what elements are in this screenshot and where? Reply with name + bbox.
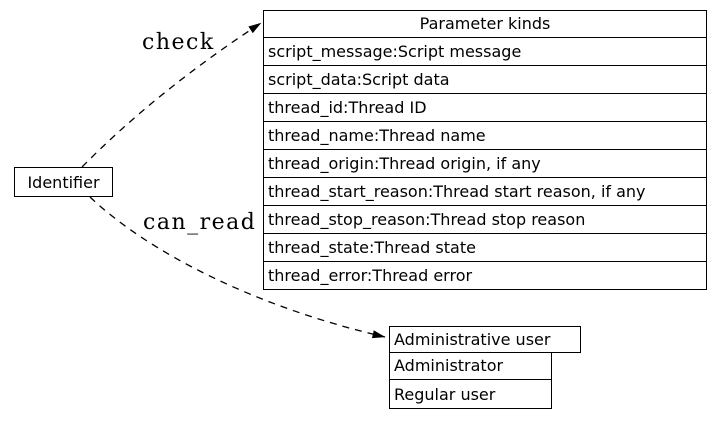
parameter-kinds-row-thread-id: thread_id:Thread ID bbox=[264, 92, 706, 121]
node-regular-user: Regular user bbox=[389, 379, 552, 409]
parameter-kinds-row-thread-error: thread_error:Thread error bbox=[264, 261, 706, 289]
node-identifier: Identifier bbox=[14, 167, 113, 197]
edge-label-check: check bbox=[142, 30, 215, 55]
parameter-kinds-row-script-data: script_data:Script data bbox=[264, 64, 706, 93]
parameter-kinds-row-thread-state: thread_state:Thread state bbox=[264, 232, 706, 261]
node-parameter-kinds-table: Parameter kinds script_message:Script me… bbox=[263, 10, 707, 290]
parameter-kinds-row-thread-name: thread_name:Thread name bbox=[264, 120, 706, 149]
parameter-kinds-row-thread-start-reason: thread_start_reason:Thread start reason,… bbox=[264, 176, 706, 205]
parameter-kinds-row-thread-origin: thread_origin:Thread origin, if any bbox=[264, 148, 706, 177]
edge-label-can-read: can_read bbox=[143, 210, 257, 235]
node-administrative-user: Administrative user bbox=[389, 326, 581, 353]
parameter-kinds-row-script-message: script_message:Script message bbox=[264, 36, 706, 65]
parameter-kinds-title: Parameter kinds bbox=[419, 14, 551, 34]
parameter-kinds-row-thread-stop-reason: thread_stop_reason:Thread stop reason bbox=[264, 204, 706, 233]
node-administrator: Administrator bbox=[389, 351, 552, 381]
